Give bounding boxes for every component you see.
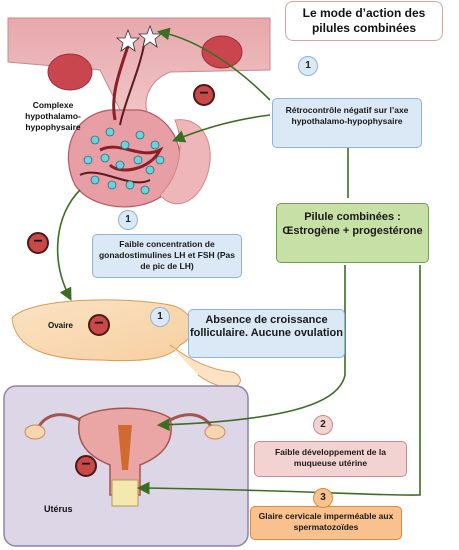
cervix <box>111 479 139 507</box>
arrow-pill-to-mucus <box>136 265 421 496</box>
right-lobe <box>201 35 243 69</box>
portal-vessel <box>112 39 132 121</box>
uterus-label: Utérus <box>44 504 73 514</box>
pill-box: Pilule combinées : Œstrogène + progestér… <box>276 203 429 263</box>
portal-vessel-4 <box>79 171 151 184</box>
inhibition-uterus-icon: − <box>75 455 97 477</box>
arrow-retro-to-neurons <box>156 27 271 101</box>
arrow-pill-to-endometrium <box>156 265 346 432</box>
badge-follicular: 1 <box>150 307 170 327</box>
follicular-box: Absence de croissance folliculaire. Aucu… <box>188 309 345 358</box>
pituitary-posterior <box>159 119 211 205</box>
pituitary-cells <box>83 127 165 195</box>
feedback-arrows <box>56 27 421 496</box>
badge-gonado: 1 <box>118 210 138 230</box>
gonadotropins-box: Faible concentration de gonadostimulines… <box>92 234 242 278</box>
inhibition-pituitary-icon: − <box>27 232 49 254</box>
uterus-tube-left <box>36 413 81 429</box>
ovary-label: Ovaire <box>48 321 73 330</box>
arrow-retro-to-pituitary <box>172 114 271 143</box>
left-lobe <box>47 53 93 91</box>
portal-vessel-3 <box>99 145 164 172</box>
mucus-box: Glaire cervicale imperméable aux spermat… <box>250 506 402 540</box>
uterus-tube-right <box>169 413 214 429</box>
badge-endometrium: 2 <box>313 415 333 435</box>
uterine-cavity <box>118 425 132 470</box>
badge-retro: 1 <box>298 56 318 76</box>
arrow-pituitary-to-ovary <box>56 189 81 301</box>
portal-vessel-2 <box>119 39 146 126</box>
endometrium-box: Faible développement de la muqueuse utér… <box>254 441 407 477</box>
uterus-ovary-right <box>204 424 226 440</box>
page-title: Le mode d’action des pilules combinées <box>285 1 443 41</box>
retrocontrol-box: Rétrocontrôle négatif sur l’axe hypothal… <box>272 98 422 148</box>
inhibition-hypothalamus-icon: − <box>193 84 215 106</box>
inhibition-ovary-icon: − <box>88 314 110 336</box>
uterus-ovary-left <box>24 424 46 440</box>
badge-mucus: 3 <box>313 488 333 508</box>
hypothalamus-label: Complexe hypothalamo-hypophysaire <box>25 100 81 132</box>
neuron-stars <box>115 24 163 52</box>
